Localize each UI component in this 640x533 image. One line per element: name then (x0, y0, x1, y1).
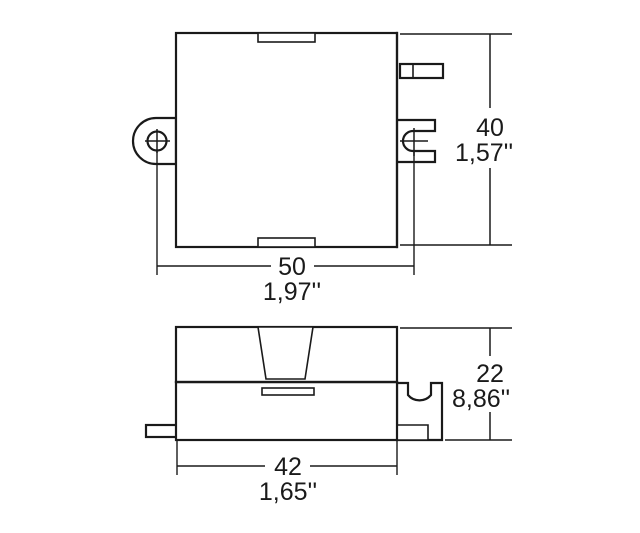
connector-pin-right (398, 62, 445, 80)
dim-label-42-metric: 42 (274, 453, 302, 481)
dimension-width-side: 42 1,65'' (176, 440, 398, 506)
bottom-edge-notch (257, 237, 316, 248)
top-view-body (174, 31, 399, 249)
mounting-tab-left (131, 116, 178, 166)
dim-label-40-metric: 40 (476, 114, 504, 142)
dim-label-22-imperial: 8,86'' (452, 385, 510, 413)
latch-rib (261, 387, 315, 396)
dimension-height-side: 22 8,86'' (400, 327, 512, 441)
foot-tab-left (144, 423, 179, 439)
dimension-height-top: 40 1,57'' (400, 33, 513, 246)
connector-pin-body (398, 62, 445, 80)
cover-taper-window (257, 326, 314, 380)
dim-label-50-imperial: 1,97'' (263, 278, 321, 306)
dim-label-22-metric: 22 (476, 360, 504, 388)
clip-bracket-right (394, 118, 437, 164)
side-view-dimensions: 42 1,65'' 22 8,86'' (176, 327, 512, 506)
top-view (131, 31, 445, 249)
top-edge-notch (257, 32, 316, 43)
dimension-width-top: 50 1,97'' (156, 150, 415, 306)
dim-label-40-imperial: 1,57'' (455, 139, 513, 167)
top-view-dimensions: 50 1,97'' 40 1,57'' (156, 33, 513, 306)
dim-label-50-metric: 50 (278, 253, 306, 281)
side-view (144, 325, 444, 442)
clip-bracket-outline (394, 118, 437, 164)
hook-bracket-ledge (396, 424, 429, 441)
dim-label-42-imperial: 1,65'' (259, 478, 317, 506)
